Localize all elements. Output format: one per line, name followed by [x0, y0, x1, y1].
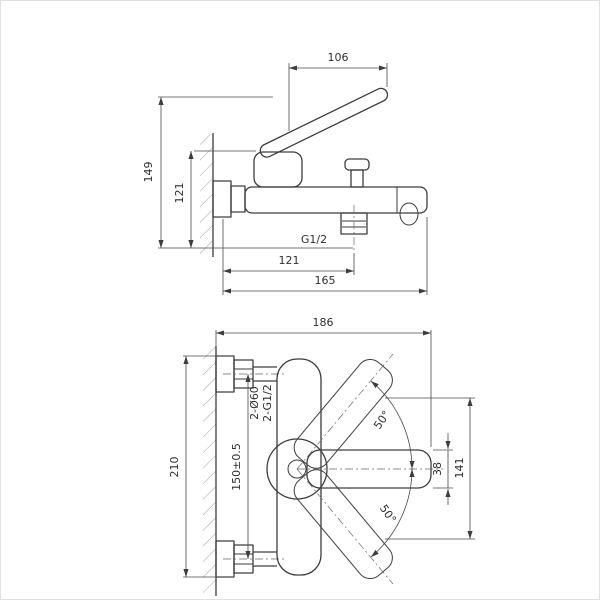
wall-hatch — [200, 134, 213, 257]
faucet-front-body — [266, 353, 443, 585]
dim-210: 210 — [168, 355, 234, 578]
shower-connector — [399, 202, 419, 226]
front-view: 50° 50° 186 210 150±0.5 2-Ø60 2-G1/2 — [168, 316, 475, 596]
label-2-g12: 2-G1/2 — [261, 384, 274, 422]
lower-angle-label: 50° — [377, 502, 399, 525]
dim-150: 150±0.5 — [230, 374, 251, 559]
dim-165-label: 165 — [315, 274, 336, 287]
dim-149: 149 — [142, 96, 353, 249]
dim-186: 186 — [215, 316, 432, 447]
dim-38: 38 — [431, 433, 453, 505]
escutcheon — [212, 180, 232, 218]
lever-centerline-up — [296, 353, 394, 470]
front-view-wall — [203, 346, 217, 596]
wall-hatch — [203, 347, 216, 596]
dim-149-label: 149 — [142, 162, 155, 183]
label-2-d60: 2-Ø60 — [248, 386, 261, 420]
upper-angle-arc — [370, 380, 415, 470]
mixer-body — [244, 186, 428, 214]
thread-label-g12: G1/2 — [301, 233, 327, 246]
dim-121-horizontal: 121 — [222, 219, 355, 295]
dim-141-label: 141 — [453, 458, 466, 479]
diverter-stem — [350, 169, 364, 188]
lever-handle-side — [259, 87, 389, 158]
upper-angle-label: 50° — [371, 408, 393, 431]
lever-centerline-down — [296, 468, 394, 585]
handle-base — [253, 151, 303, 188]
dim-150-label: 150±0.5 — [230, 443, 243, 491]
faucet-side-body — [212, 87, 428, 253]
dim-121-vertical-label: 121 — [173, 183, 186, 204]
dim-141: 141 — [385, 397, 475, 540]
dim-186-label: 186 — [313, 316, 334, 329]
dim-121-vertical: 121 — [173, 150, 256, 248]
dim-165: 165 — [223, 217, 428, 295]
dim-106-label: 106 — [328, 51, 349, 64]
side-view: 106 149 121 G1/2 121 165 — [142, 51, 428, 295]
diverter-knob — [344, 158, 370, 171]
dim-38-label: 38 — [431, 462, 444, 476]
dim-210-label: 210 — [168, 457, 181, 478]
side-view-wall — [200, 133, 214, 257]
dim-121-horizontal-label: 121 — [279, 254, 300, 267]
mounting-nut — [230, 185, 246, 213]
dim-106: 106 — [288, 51, 388, 131]
lower-angle-arc — [370, 468, 415, 558]
cartridge-center — [287, 459, 307, 479]
